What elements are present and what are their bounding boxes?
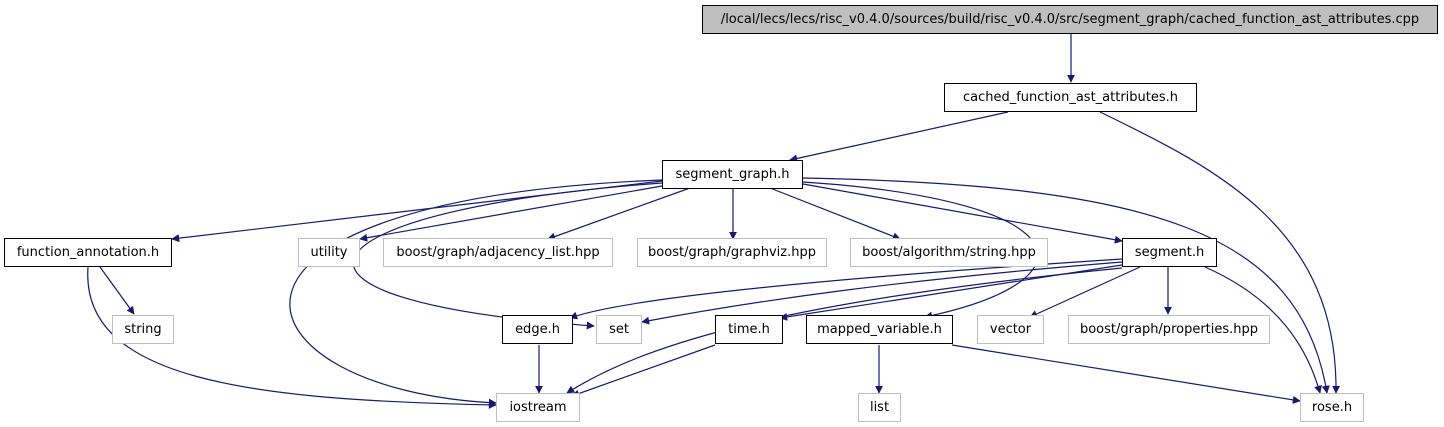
- edge-segment-to-rose: [1204, 266, 1322, 394]
- node-function-annotation-h[interactable]: function_annotation.h: [4, 238, 172, 267]
- node-string: string: [112, 315, 174, 344]
- node-edge-h[interactable]: edge.h: [502, 315, 573, 344]
- edge-segment-to-edge: [569, 258, 1123, 320]
- edge-mapped-variable-to-rose: [951, 344, 1301, 404]
- node-segment-h[interactable]: segment.h: [1122, 238, 1217, 267]
- edge-segment-graph-to-adjacency-list: [547, 187, 691, 241]
- edge-function-annotation-to-iostream: [87, 266, 497, 409]
- node-boost-graph-properties-hpp: boost/graph/properties.hpp: [1068, 315, 1270, 344]
- node-boost-algorithm-string-hpp: boost/algorithm/string.hpp: [850, 238, 1048, 267]
- edge-segment-graph-to-rose: [802, 177, 1330, 394]
- node-utility: utility: [298, 238, 360, 267]
- node-iostream: iostream: [496, 393, 580, 422]
- edge-segment-to-set: [641, 261, 1123, 325]
- edge-segment-graph-to-algorithm-string: [769, 187, 901, 241]
- node-set: set: [596, 315, 642, 344]
- node-cached-function-ast-attributes-h[interactable]: cached_function_ast_attributes.h: [944, 83, 1197, 112]
- edge-segment-graph-to-segment: [802, 183, 1123, 244]
- edge-segment-graph-to-iostream: [289, 179, 663, 407]
- node-mapped-variable-h[interactable]: mapped_variable.h: [806, 315, 953, 344]
- edge-segment-graph-to-utility: [359, 185, 663, 242]
- edge-cached-to-rose: [1099, 111, 1341, 394]
- node-boost-graph-adjacency-list-hpp: boost/graph/adjacency_list.hpp: [383, 238, 613, 267]
- node-list: list: [858, 393, 901, 422]
- root-file-node: /local/lecs/lecs/risc_v0.4.0/sources/bui…: [702, 5, 1438, 34]
- node-vector: vector: [977, 315, 1044, 344]
- edge-function-annotation-to-string: [99, 266, 135, 315]
- node-time-h[interactable]: time.h: [715, 315, 783, 344]
- edge-segment-to-vector: [1029, 266, 1141, 318]
- node-boost-graph-graphviz-hpp: boost/graph/graphviz.hpp: [637, 238, 827, 267]
- edge-cached-to-segment-graph: [789, 111, 1009, 163]
- edge-time-to-iostream: [571, 344, 716, 398]
- node-rose-h: rose.h: [1300, 393, 1364, 422]
- node-segment-graph-h[interactable]: segment_graph.h: [662, 160, 803, 189]
